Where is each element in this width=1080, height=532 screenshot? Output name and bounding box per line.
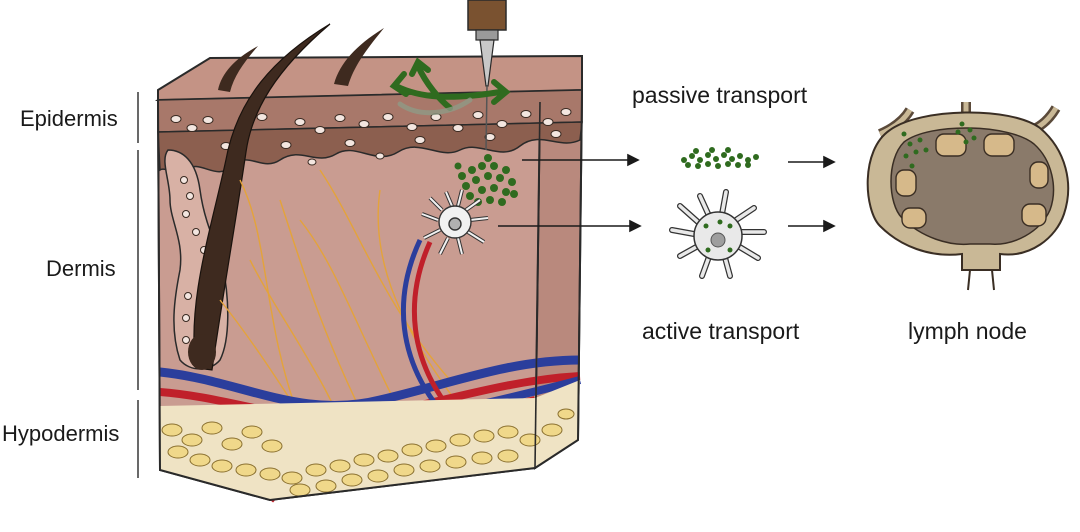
particle-depot (454, 154, 518, 206)
hair-bulb (188, 334, 216, 370)
epidermis-label: Epidermis (20, 106, 118, 131)
lymph-follicles (895, 133, 1049, 229)
depth-arrow-icon (397, 97, 473, 116)
epidermal-cells (170, 108, 572, 166)
vertical-arrow-icon (415, 63, 453, 111)
hypodermis-label: Hypodermis (2, 421, 119, 446)
tattoo-needle (467, 0, 507, 151)
lymph-node-medulla (890, 127, 1055, 246)
efferent-vessel (967, 269, 995, 291)
artery-capillary (412, 240, 454, 414)
vein-plexus (159, 355, 581, 411)
arrowhead (629, 219, 642, 233)
active-transport-label: active transport (642, 318, 800, 344)
lymph-node-label: lymph node (908, 318, 1027, 344)
lymph-node-particles (901, 121, 977, 169)
vein-capillary (401, 238, 442, 412)
arrowhead-right-icon (491, 79, 511, 105)
flow-arrows (498, 153, 836, 233)
surface-hair (218, 46, 258, 92)
hair-shaft (193, 23, 331, 371)
needle-shaft (479, 39, 495, 87)
surface-hair (334, 28, 384, 86)
skin-block-edge (534, 101, 541, 469)
needle-hub (475, 29, 499, 41)
epidermis-basal-layer (157, 121, 583, 174)
arrowhead-left-icon (389, 71, 409, 97)
movement-arrows-icon (389, 57, 511, 116)
fat-cells (161, 408, 575, 497)
skin-block-outline (157, 89, 583, 502)
dendritic-cell-migrating (669, 189, 767, 279)
passive-transport-label: passive transport (632, 82, 808, 108)
arrowhead (823, 155, 836, 169)
dermis-label: Dermis (46, 256, 116, 281)
arrowhead (823, 219, 836, 233)
arrowhead (627, 153, 640, 167)
passive-particle-stream (681, 147, 759, 169)
needle-handle (467, 0, 507, 31)
dendritic-cell-skin (421, 189, 489, 255)
skin-block (154, 23, 584, 503)
arrowhead-up-icon (409, 57, 431, 77)
lymph-node (866, 102, 1070, 291)
